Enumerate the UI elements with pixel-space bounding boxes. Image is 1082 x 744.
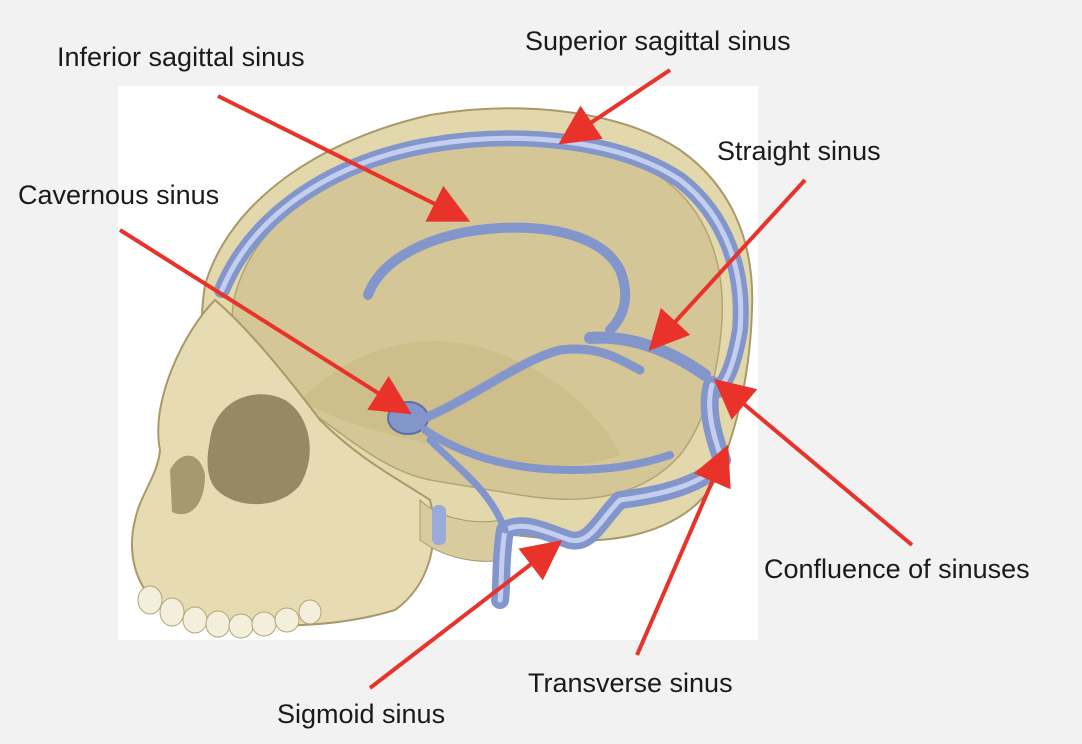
arrow-confluence [713, 378, 914, 547]
arrow-transverse [635, 444, 731, 656]
skull-orbit [207, 394, 310, 505]
skull-nasal [170, 455, 205, 515]
label-superior-sagittal-sinus: Superior sagittal sinus [525, 26, 791, 56]
label-confluence-of-sinuses: Confluence of sinuses [764, 554, 1030, 584]
label-inferior-sagittal-sinus: Inferior sagittal sinus [57, 42, 305, 72]
skull-teeth [137, 585, 322, 639]
arrow-superior-sagittal [558, 68, 672, 145]
arrows [118, 68, 914, 690]
label-sigmoid-sinus: Sigmoid sinus [277, 699, 446, 729]
arrow-sigmoid [368, 540, 563, 690]
label-cavernous-sinus: Cavernous sinus [18, 180, 220, 210]
arrow-cavernous [118, 228, 412, 415]
arrow-straight [648, 178, 807, 351]
arrow-inferior-sagittal [217, 94, 471, 222]
label-transverse-sinus: Transverse sinus [528, 668, 733, 698]
label-straight-sinus: Straight sinus [717, 136, 881, 166]
inferior-sagittal-sinus-shape [363, 222, 631, 335]
